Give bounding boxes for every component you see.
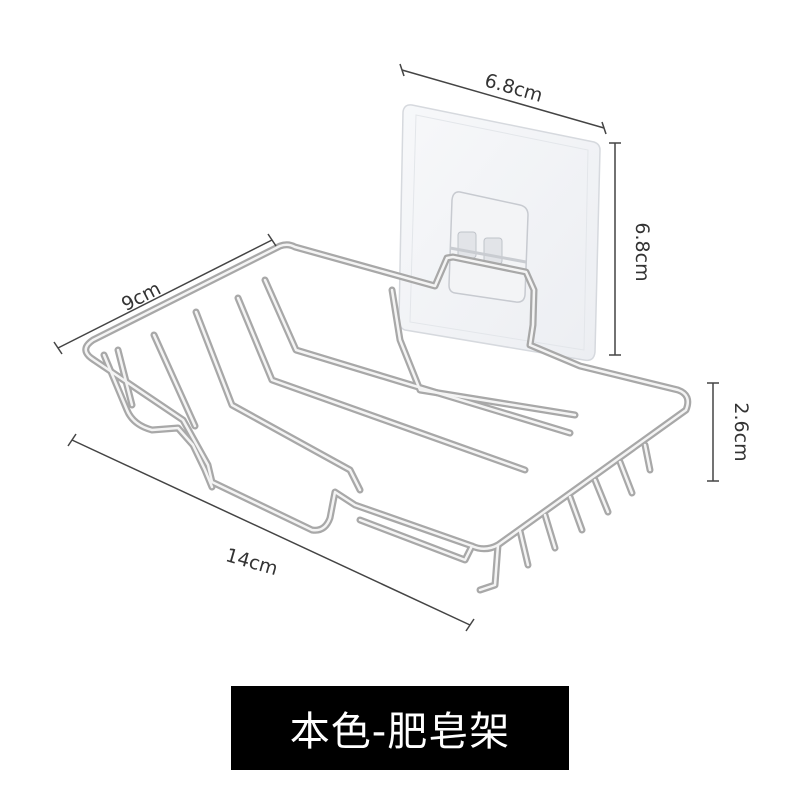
product-caption: 本色-肥皂架	[231, 686, 569, 770]
dimension-label-rack-height: 2.6cm	[730, 402, 752, 461]
dimension-rack-length	[67, 433, 475, 632]
dimension-rack-depth	[53, 233, 277, 355]
dimension-hook-height	[609, 142, 621, 356]
dimension-rack-height	[707, 382, 719, 482]
dimension-label-hook-height: 6.8cm	[631, 222, 653, 281]
dimension-hook-width	[399, 63, 607, 135]
wire-rack	[82, 241, 692, 594]
dimension-label-rack-length: 14cm	[223, 544, 280, 580]
hook-clip	[448, 191, 529, 303]
